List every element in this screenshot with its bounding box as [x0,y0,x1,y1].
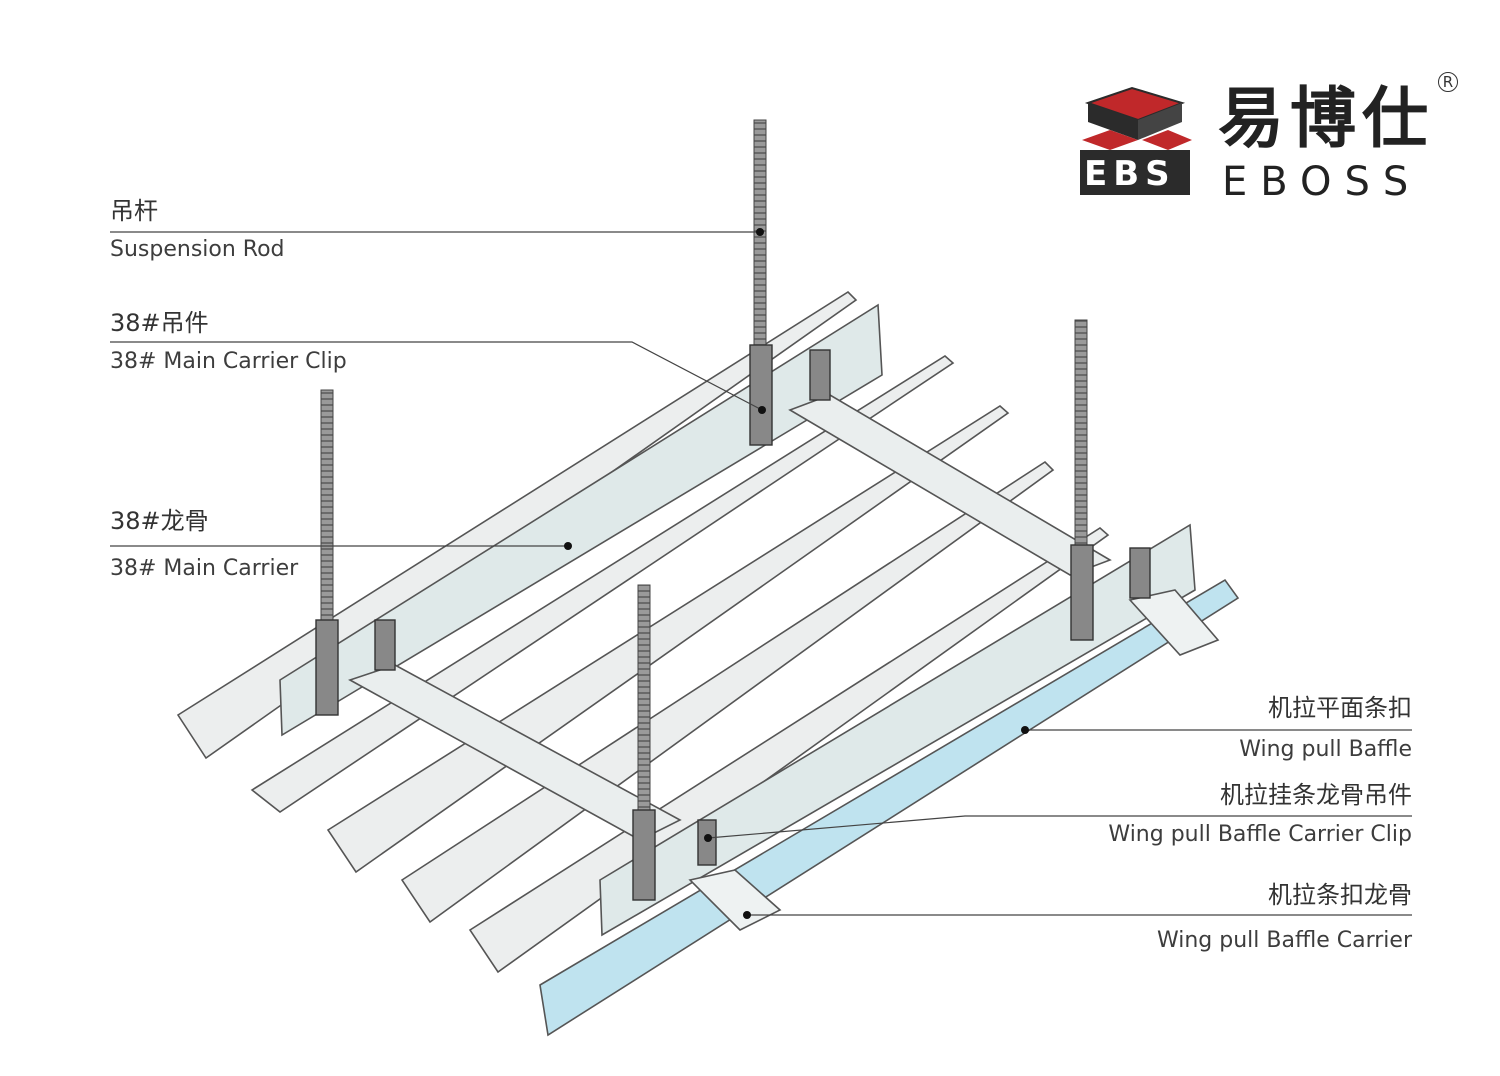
leader-dot [758,406,766,414]
cross-carrier [788,394,1112,576]
logo-name-en: EBOSS [1222,159,1422,205]
leader-dot [743,911,751,919]
leader-line [707,815,1412,839]
leader-dot [564,542,572,550]
leader-dot [756,228,764,236]
main-carrier-clip [315,619,339,716]
suspension-rod [637,584,651,816]
leader-dot [1021,726,1029,734]
wing-pull-baffle-carrier [1128,589,1220,656]
main-carrier-clip [632,809,656,901]
label-wing-pull-baffle-zh: 机拉平面条扣 [1268,694,1412,722]
main-carrier-clip [1070,544,1094,641]
label-baffle-carrier-clip-en: Wing pull Baffle Carrier Clip [1108,822,1412,847]
registered-mark: R [1438,72,1458,92]
leader-lines [110,231,1412,916]
main-carrier-clip [374,619,396,671]
label-baffle-carrier-clip-zh: 机拉挂条龙骨吊件 [1220,781,1412,809]
main-carrier [599,523,1196,937]
main-carriers [279,303,1196,937]
label-suspension-rod-en: Suspension Rod [110,237,285,262]
suspension-rod [320,389,334,631]
label-baffle-carrier-zh: 机拉条扣龙骨 [1268,881,1412,909]
label-main-carrier-zh: 38#龙骨 [110,507,209,535]
baffle-strip [400,460,1055,924]
main-carrier [279,303,883,737]
baffle-carrier-clip [697,819,717,866]
main-carrier-clip [1129,547,1151,599]
label-baffle-carrier-en: Wing pull Baffle Carrier [1156,928,1412,953]
main-carrier-clips [315,344,1151,901]
leader-dots [564,228,1029,919]
label-main-carrier-clip-zh: 38#吊件 [110,309,209,337]
suspension-rod [1074,319,1088,551]
label-main-carrier-en: 38# Main Carrier [110,556,299,581]
baffle-strip [468,527,1110,974]
logo-name-cn: 易博仕 [1218,80,1434,157]
logo-icon [1080,86,1192,195]
cross-carriers [348,394,1112,841]
wing-pull-baffle [539,578,1240,1037]
label-main-carrier-clip-en: 38# Main Carrier Clip [110,349,347,374]
logo-box-letters: EBS [1084,154,1176,194]
label-suspension-rod-zh: 吊杆 [110,197,158,225]
main-carrier-clip [749,344,773,446]
leader-dot [704,834,712,842]
label-wing-pull-baffle-en: Wing pull Baffle [1239,737,1412,762]
main-carrier-clip [809,349,831,401]
leader-line [110,341,763,411]
